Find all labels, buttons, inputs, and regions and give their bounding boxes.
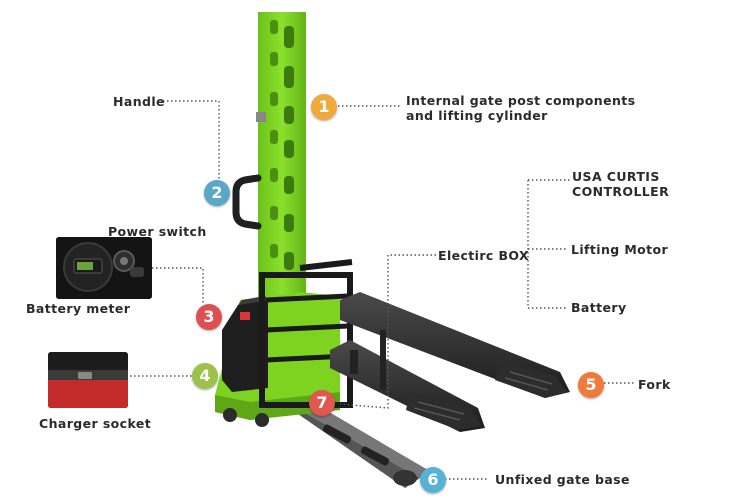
- electric-box-label: Electirc BOX: [438, 248, 530, 263]
- leader-lines: [130, 100, 636, 480]
- badge-7: 7: [309, 390, 335, 416]
- badge-3: 3: [196, 304, 222, 330]
- charger-socket-icon: [48, 352, 128, 408]
- badge-1: 1: [311, 94, 337, 120]
- lifting-motor-label: Lifting Motor: [571, 242, 669, 257]
- charger-socket-photo: [48, 352, 128, 408]
- badge-4: 4: [192, 363, 218, 389]
- badge-6: 6: [420, 467, 446, 493]
- handle-label: Handle: [113, 94, 165, 109]
- internal-gate-label: Internal gate post components and liftin…: [406, 93, 636, 123]
- battery-meter-label: Battery meter: [26, 301, 131, 316]
- battery-label: Battery: [571, 300, 627, 315]
- fork-label: Fork: [638, 377, 671, 392]
- battery-meter-icon: [56, 237, 152, 299]
- badge-2: 2: [204, 180, 230, 206]
- usa-curtis-label: USA CURTIS CONTROLLER: [572, 169, 670, 199]
- unfixed-base-label: Unfixed gate base: [495, 472, 630, 487]
- mast: [256, 12, 306, 312]
- base-legs: [285, 402, 428, 488]
- power-switch-photo: [56, 237, 152, 299]
- forks: [330, 292, 570, 432]
- handle: [232, 174, 262, 230]
- badge-5: 5: [578, 372, 604, 398]
- charger-socket-label: Charger socket: [39, 416, 152, 431]
- power-switch-label: Power switch: [108, 224, 207, 239]
